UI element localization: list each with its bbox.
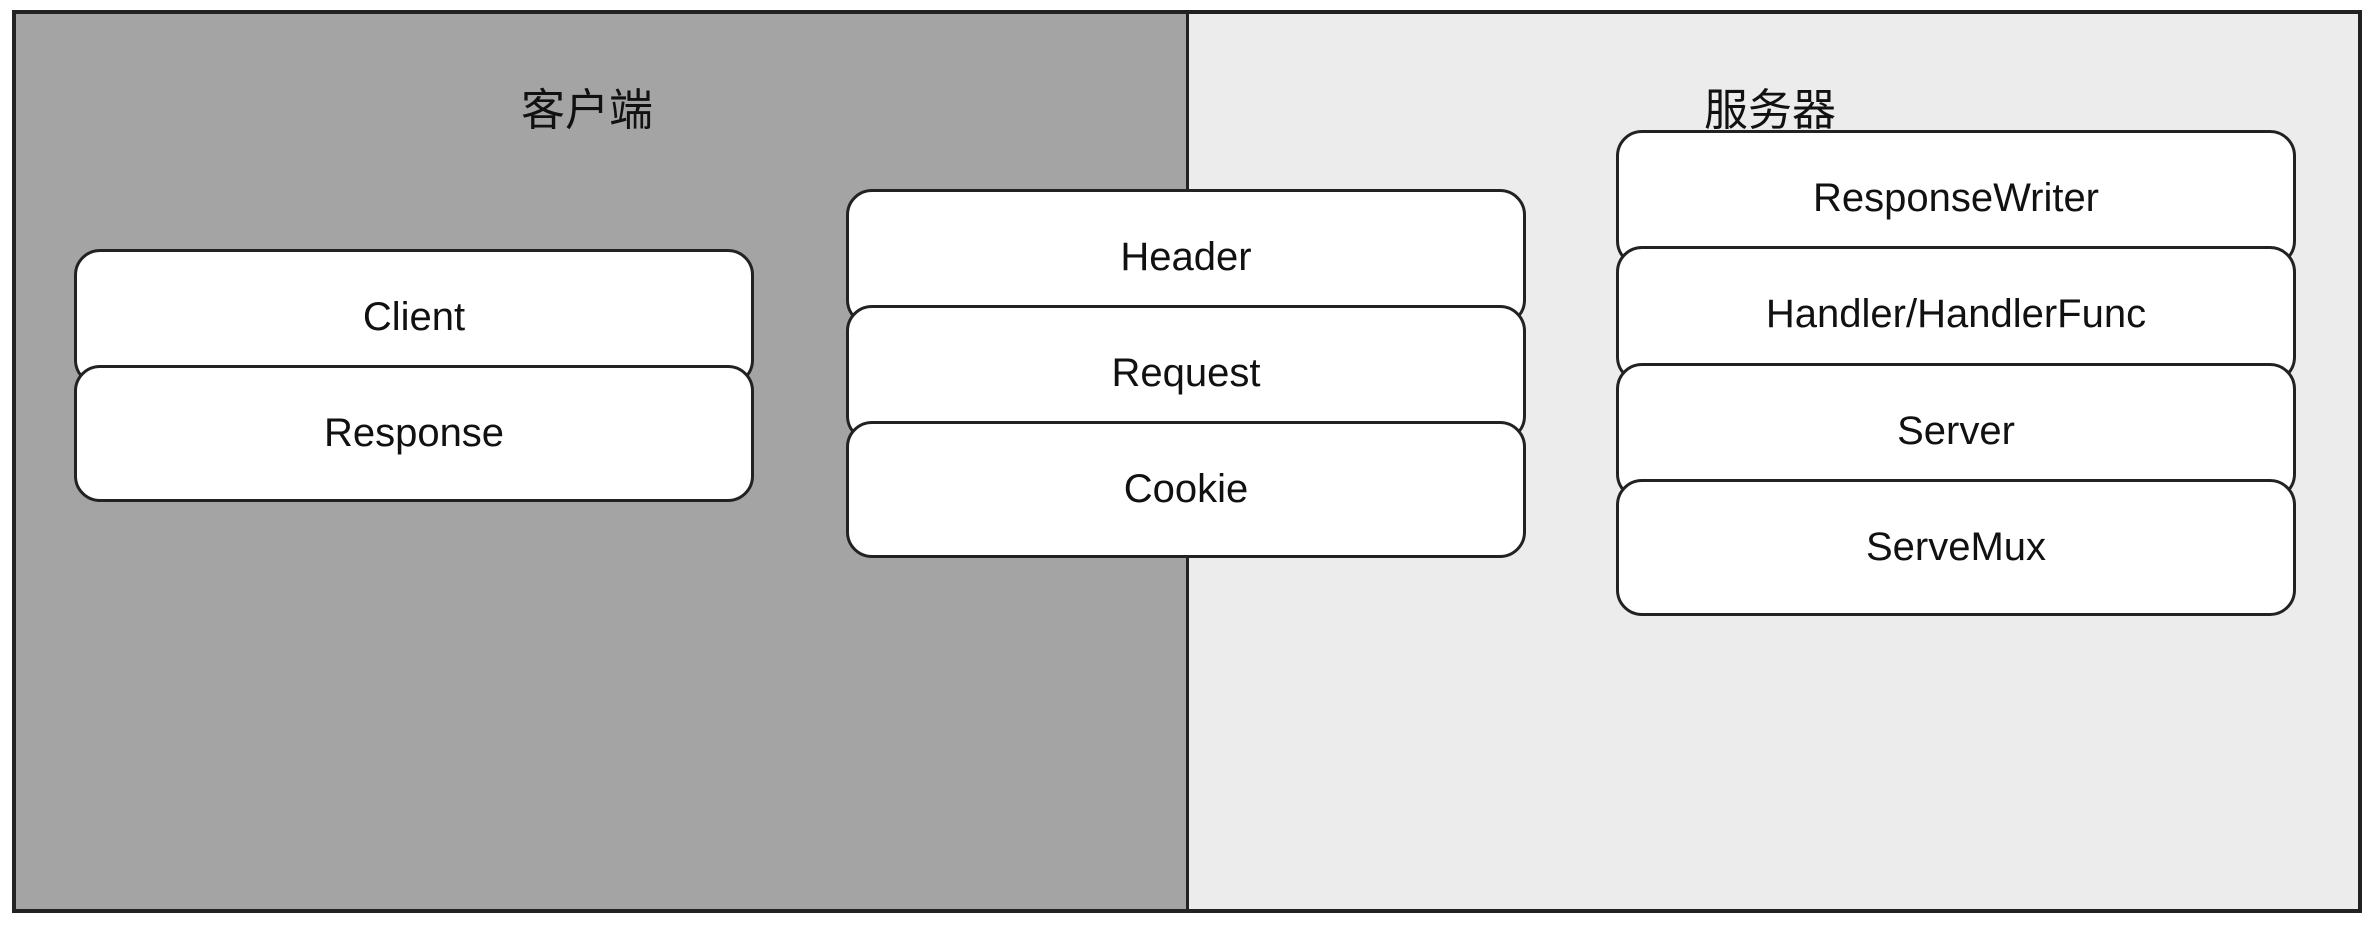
client-panel-title: 客户端 bbox=[521, 85, 653, 136]
response-writer-box: ResponseWriter bbox=[1616, 130, 2296, 267]
architecture-diagram: 客户端 服务器 Client Response Header Request C… bbox=[12, 10, 2362, 913]
request-box: Request bbox=[846, 305, 1526, 442]
cookie-box: Cookie bbox=[846, 421, 1526, 558]
handler-func-box: Handler/HandlerFunc bbox=[1616, 246, 2296, 383]
serve-mux-box: ServeMux bbox=[1616, 479, 2296, 616]
response-box: Response bbox=[74, 365, 754, 502]
server-panel-title: 服务器 bbox=[1704, 85, 1836, 136]
